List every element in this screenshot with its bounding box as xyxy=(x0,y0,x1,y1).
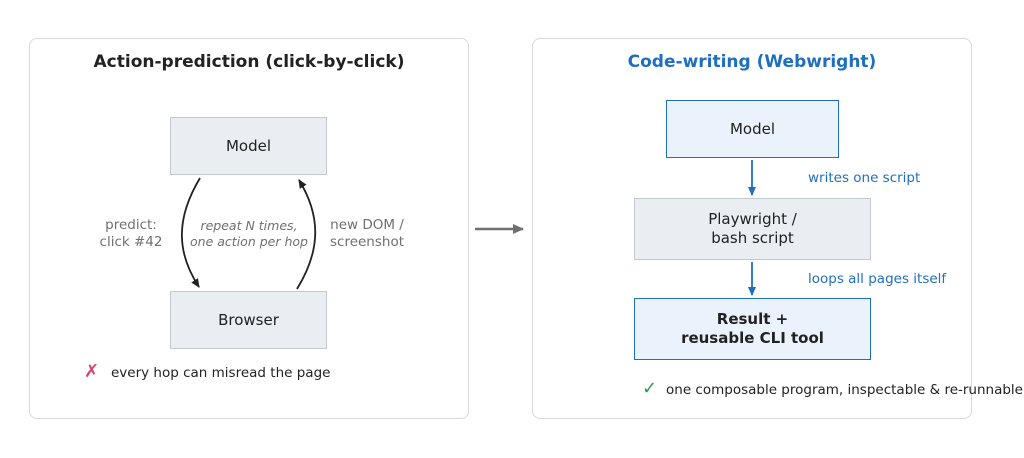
browser-label: Browser xyxy=(218,310,279,329)
check-icon: ✓ xyxy=(642,378,658,399)
loops-pages-label: loops all pages itself xyxy=(808,271,947,287)
left-model-box: Model xyxy=(170,117,327,175)
predict-arrow xyxy=(180,177,201,288)
new-dom-label: new DOM / screenshot xyxy=(329,217,405,250)
left-model-label: Model xyxy=(225,136,272,155)
action-prediction-panel xyxy=(29,38,469,419)
right-panel-title: Code-writing (Webwright) xyxy=(627,52,877,72)
right-note: one composable program, inspectable & re… xyxy=(666,382,1023,398)
browser-box: Browser xyxy=(170,291,327,349)
right-model-box: Model xyxy=(666,100,839,158)
predict-label: predict: click #42 xyxy=(99,217,163,250)
result-label: Result + reusable CLI tool xyxy=(681,310,824,347)
right-model-label: Model xyxy=(729,119,776,138)
result-box: Result + reusable CLI tool xyxy=(634,298,871,360)
left-panel-title: Action-prediction (click-by-click) xyxy=(93,52,405,72)
script-box: Playwright / bash script xyxy=(634,198,871,260)
writes-script-label: writes one script xyxy=(808,170,921,186)
script-label: Playwright / bash script xyxy=(708,210,797,247)
cross-icon: ✗ xyxy=(84,361,100,382)
left-note: every hop can misread the page xyxy=(111,365,331,381)
repeat-label: repeat N times, one action per hop xyxy=(190,218,308,249)
observation-arrow xyxy=(296,179,317,290)
